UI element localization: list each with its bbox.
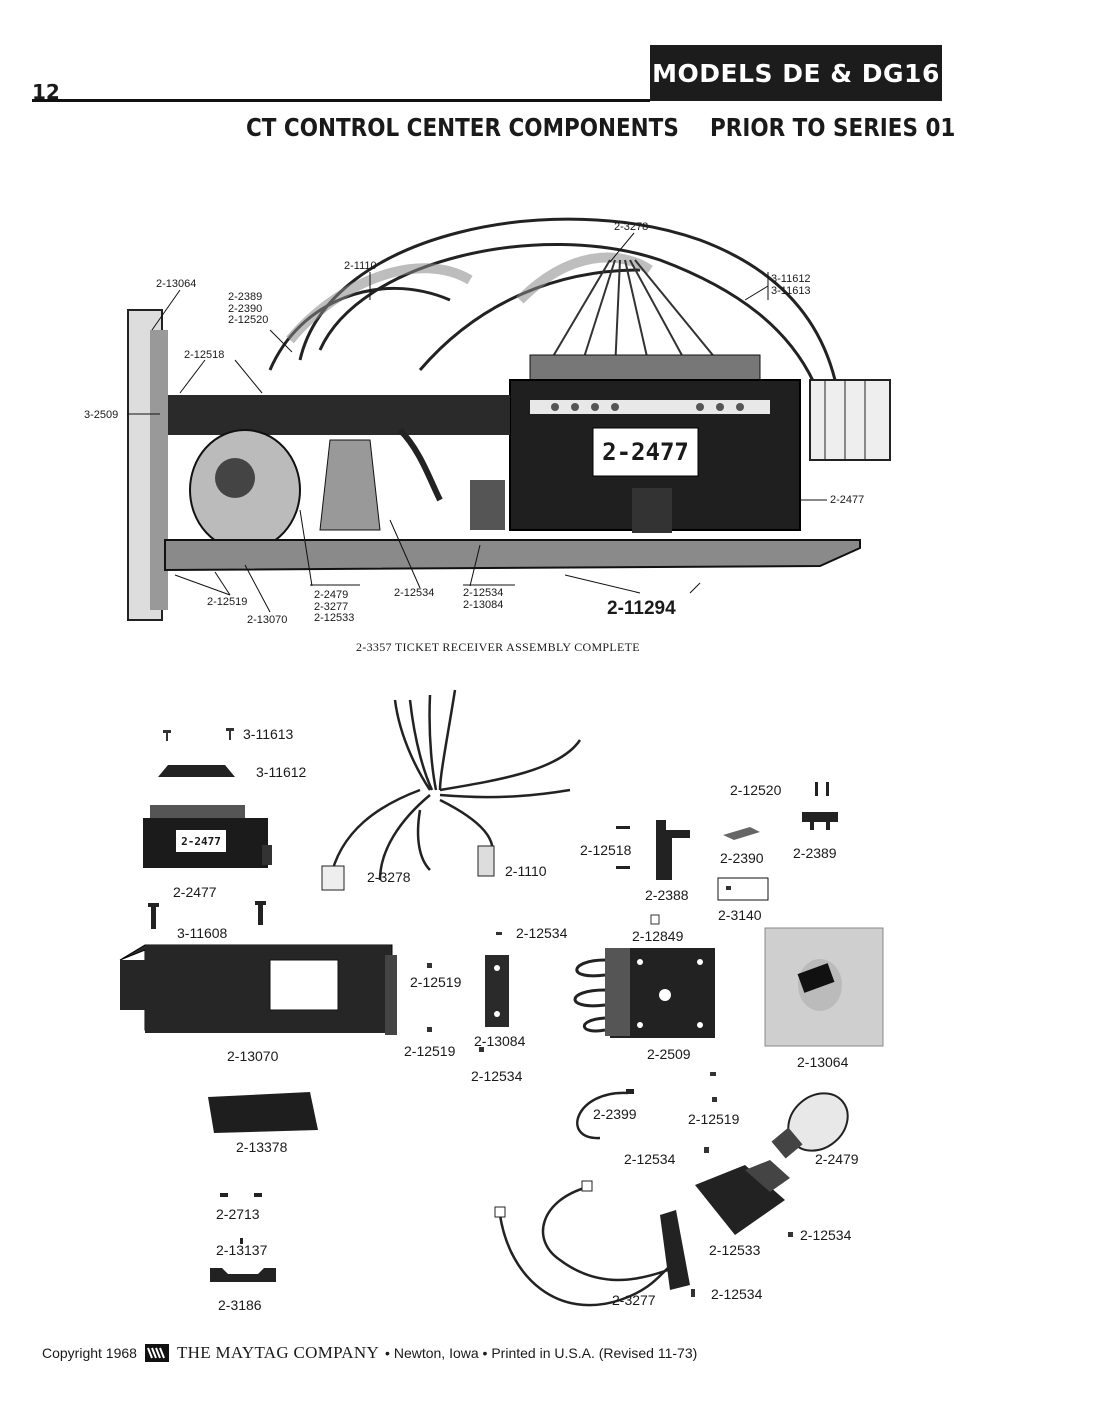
part-2509: 2-2509 xyxy=(647,1046,691,1062)
footer: Copyright 1968 THE MAYTAG COMPANY • Newt… xyxy=(42,1343,697,1363)
clip-part xyxy=(210,1268,276,1282)
lamp-bulb-part xyxy=(771,1092,849,1159)
footer-company: THE MAYTAG COMPANY xyxy=(176,1343,380,1362)
callout-bracket-2509: 3-2509 xyxy=(84,409,119,421)
lamp-socket-part xyxy=(695,1160,790,1235)
callout-terminal-group: 3-11612 3-11613 xyxy=(771,273,811,297)
part-13064: 2-13064 xyxy=(797,1054,849,1070)
lamp-bracket xyxy=(160,395,510,435)
part-2713: 2-2713 xyxy=(216,1206,260,1222)
callout-screw-12518: 2-12518 xyxy=(184,349,225,361)
part-13070: 2-13070 xyxy=(227,1048,279,1064)
header-rule xyxy=(32,99,650,102)
part-13084: 2-13084 xyxy=(474,1033,526,1049)
lamp-socket-bracket-part xyxy=(573,948,715,1038)
part-2390: 2-2390 xyxy=(720,850,764,866)
callout-control-module: 2-2477 xyxy=(830,494,865,506)
assembly-caption: 2-3357 TICKET RECEIVER ASSEMBLY COMPLETE xyxy=(356,640,640,654)
cover-strip-part xyxy=(208,1092,318,1133)
part-control-module: 2-2477 xyxy=(173,884,217,900)
callout-plate-group: 2-12534 2-13084 xyxy=(463,587,504,611)
callout-lamp-cord: 2-1110 xyxy=(344,260,377,272)
actuator-part xyxy=(723,827,760,840)
callout-base-13070: 2-13070 xyxy=(247,614,288,626)
part-2388: 2-2388 xyxy=(645,887,689,903)
part-wire-harness: 2-3278 xyxy=(367,869,411,885)
part-2389: 2-2389 xyxy=(793,845,837,861)
part-terminal-pin: 3-11613 xyxy=(243,726,294,742)
callout-wire-harness: 2-3278 xyxy=(614,221,649,233)
callout-screw-12534-a: 2-12534 xyxy=(394,587,435,599)
part-12520: 2-12520 xyxy=(730,782,782,798)
part-lamp-cord: 2-1110 xyxy=(505,863,547,879)
part-12519-a: 2-12519 xyxy=(410,974,462,990)
part-12519-c: 2-12519 xyxy=(688,1111,740,1127)
part-12534-b: 2-12534 xyxy=(471,1068,523,1084)
control-module-part xyxy=(143,805,272,868)
part-12534-e: 2-12534 xyxy=(711,1286,763,1302)
part-2479: 2-2479 xyxy=(815,1151,859,1167)
part-12519-b: 2-12519 xyxy=(404,1043,456,1059)
part-12534-a: 2-12534 xyxy=(516,925,568,941)
lamp-cord-part xyxy=(541,1185,669,1282)
part-3-11608: 3-11608 xyxy=(177,925,228,941)
part-terminal-bracket: 3-11612 xyxy=(256,764,307,780)
footer-copyright: Copyright 1968 xyxy=(42,1345,137,1361)
module-part-face-label: 2-2477 xyxy=(181,834,221,848)
part-12849: 2-12849 xyxy=(632,928,684,944)
page-title: CT CONTROL CENTER COMPONENTS xyxy=(246,113,679,142)
jumper-wire-part xyxy=(576,1091,629,1140)
callout-switch-group: 2-2389 2-2390 2-12520 xyxy=(228,291,269,327)
wire-harness-part xyxy=(328,689,582,881)
part-12533: 2-12533 xyxy=(709,1242,761,1258)
callout-front-panel: 2-13064 xyxy=(156,278,197,290)
part-12518: 2-12518 xyxy=(580,842,632,858)
callout-lamp-group: 2-2479 2-3277 2-12533 xyxy=(314,589,355,625)
part-12534-d: 2-12534 xyxy=(800,1227,852,1243)
page-subtitle: PRIOR TO SERIES 01 xyxy=(710,113,956,142)
base-tray-part xyxy=(119,944,397,1035)
harness-connector xyxy=(809,379,891,461)
ticket-panel-part xyxy=(764,927,884,1047)
part-3277: 2-3277 xyxy=(612,1292,656,1308)
part-3140: 2-3140 xyxy=(718,907,762,923)
part-2399: 2-2399 xyxy=(593,1106,637,1122)
maytag-logo-icon xyxy=(144,1344,169,1362)
terminal-pins-icon xyxy=(163,728,234,741)
label-plate-part xyxy=(717,877,769,901)
part-13378: 2-13378 xyxy=(236,1139,288,1155)
main-part-label: 2-11294 xyxy=(607,598,676,619)
module-face-label: 2-2477 xyxy=(602,438,689,466)
callout-screw-12519: 2-12519 xyxy=(207,596,248,608)
base-rail xyxy=(164,539,861,572)
part-12534-c: 2-12534 xyxy=(624,1151,676,1167)
terminal-block-bracket xyxy=(158,765,235,777)
model-banner: MODELS DE & DG16 xyxy=(650,45,942,101)
footer-location: • Newton, Iowa • Printed in U.S.A. (Revi… xyxy=(385,1345,698,1361)
switch-part xyxy=(802,812,838,830)
part-3186: 2-3186 xyxy=(218,1297,262,1313)
switch-bracket-part xyxy=(656,820,690,880)
part-13137: 2-13137 xyxy=(216,1242,268,1258)
